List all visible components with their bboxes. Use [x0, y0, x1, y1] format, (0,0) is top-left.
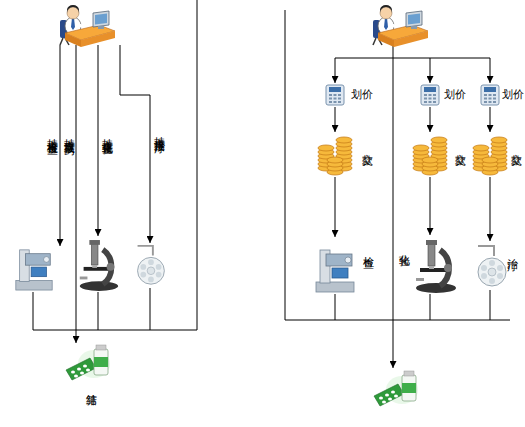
icon-node: 划价 [478, 83, 525, 107]
medicine-icon [66, 345, 110, 380]
return-wire [335, 294, 336, 320]
flow-arrow [430, 177, 431, 235]
return-wire [33, 292, 197, 330]
return-wire [285, 10, 510, 320]
flow-arrow [335, 177, 336, 237]
flow-wire [76, 45, 77, 343]
flow-label: 持卡直接治疗 [153, 128, 165, 134]
doctor-icon [60, 5, 115, 47]
treatment-lamp-icon [138, 246, 165, 284]
examination-machine-icon [316, 250, 354, 292]
flow-wire [335, 58, 490, 59]
return-wire [430, 294, 431, 320]
icon-node: 交款 [408, 133, 470, 177]
medicine-icon [374, 371, 418, 406]
flow-wire [60, 45, 61, 246]
icon-node: 划价 [418, 83, 473, 107]
flow-label: 持卡直接取药 [63, 130, 75, 136]
flow-wire [335, 58, 336, 83]
calculator-icon [326, 85, 344, 105]
icon-node: 交款 [468, 133, 524, 177]
flow-arrow [490, 107, 491, 132]
return-wire [98, 292, 99, 330]
doctor-icon [373, 5, 428, 47]
flow-label: 持卡直接化验 [101, 130, 113, 136]
coins-icon [413, 137, 447, 175]
return-wire [490, 290, 491, 320]
calculator-icon [421, 85, 439, 105]
flow-wire [430, 58, 431, 83]
node-label: 检查 [362, 248, 374, 250]
node-label: 结算 [85, 385, 97, 387]
node-label: 治疗 [506, 250, 518, 252]
node-label: 交款 [454, 145, 466, 147]
flow-label: 持卡直接检查 [46, 130, 58, 136]
icon-node: 治疗 [472, 242, 522, 290]
node-label: 划价 [351, 89, 373, 101]
calculator-icon [481, 85, 499, 105]
icon-node: 化验 [398, 236, 462, 294]
node-label: 化验 [398, 246, 410, 248]
icon-node: 结算 [62, 343, 114, 415]
node-label: 划价 [502, 89, 524, 101]
flow-arrow [430, 107, 431, 132]
icon-node: 检查 [305, 238, 380, 294]
node-label: 交款 [510, 145, 522, 147]
return-wire [150, 288, 151, 330]
microscope-icon [416, 240, 456, 293]
icon-node: 划价 [323, 83, 378, 107]
microscope-icon [80, 240, 118, 291]
node-label: 划价 [444, 89, 466, 101]
flow-arrow [490, 177, 491, 241]
treatment-lamp-icon [478, 246, 506, 286]
node-label: 交款 [361, 145, 373, 147]
icon-node: 交款 [313, 133, 378, 177]
flow-arrow [335, 107, 336, 132]
flow-wire [98, 45, 99, 236]
flow-wire [120, 45, 150, 243]
coins-icon [318, 137, 352, 175]
examination-machine-icon [16, 250, 52, 290]
flow-wire [490, 58, 491, 83]
return-wire [197, 0, 198, 330]
coins-icon [473, 137, 507, 175]
